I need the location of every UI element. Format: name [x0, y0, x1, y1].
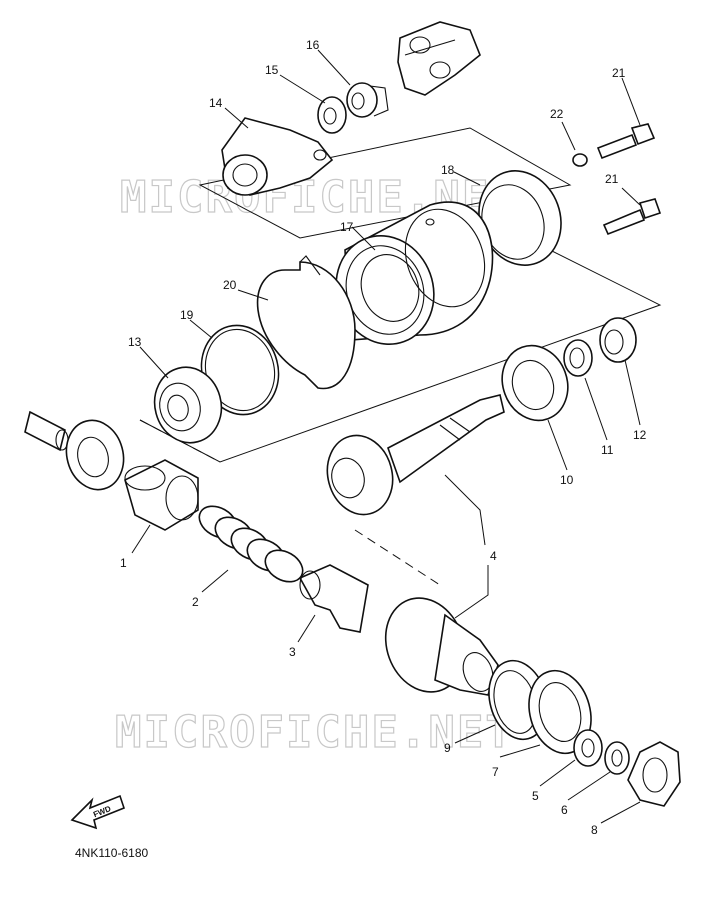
callout-20: 20: [223, 278, 237, 292]
pinion-gear-shaft-4: [326, 394, 505, 516]
gasket-20: [256, 255, 356, 390]
lock-washer-6: [604, 741, 630, 775]
callout-17: 17: [340, 220, 354, 234]
bearing-10: [501, 344, 569, 422]
callout-2: 2: [192, 595, 199, 609]
watermark-bottom: MICROFICHE.NET: [115, 707, 514, 758]
bolt-21-upper: [596, 123, 656, 160]
callout-11: 11: [601, 443, 614, 457]
callout-5: 5: [532, 789, 539, 803]
gear-alignment-dashed: [354, 529, 441, 586]
bearing-13: [153, 366, 223, 444]
ring-gear-4: [384, 597, 499, 696]
upper-assembly-frame: [198, 127, 572, 239]
fwd-arrow-icon: FWD: [70, 794, 125, 830]
callout-21-lower: 21: [605, 172, 619, 186]
washer-22: [572, 153, 588, 167]
callout-13: 13: [128, 335, 142, 349]
callout-10: 10: [560, 473, 574, 487]
callout-1: 1: [120, 556, 127, 570]
callout-14: 14: [209, 96, 223, 110]
diagram-code: 4NK110-6180: [75, 846, 148, 860]
bearing-7: [528, 669, 592, 755]
callout-8: 8: [591, 823, 598, 837]
callout-18: 18: [441, 163, 455, 177]
collar-12: [599, 317, 637, 363]
bearing-housing-17: [335, 201, 494, 346]
universal-joint-cross: [397, 21, 481, 96]
callout-21-upper: 21: [612, 66, 626, 80]
shaft-bearing: [65, 419, 125, 491]
spring-2: [198, 505, 304, 583]
washer-15: [317, 96, 347, 134]
callout-19: 19: [180, 308, 194, 322]
callout-4: 4: [490, 549, 497, 563]
coupling-3: [298, 564, 369, 633]
bolt-21-lower: [602, 198, 662, 236]
callout-16: 16: [306, 38, 320, 52]
washer-5: [573, 729, 603, 767]
callout-3: 3: [289, 645, 296, 659]
callout-12: 12: [633, 428, 647, 442]
nut-8: [627, 741, 681, 807]
callout-9: 9: [444, 741, 451, 755]
callout-15: 15: [265, 63, 279, 77]
callout-22: 22: [550, 107, 564, 121]
callout-7: 7: [492, 765, 499, 779]
callout-6: 6: [561, 803, 568, 817]
drive-shaft-stub: [24, 410, 69, 452]
leader-lines: [131, 49, 641, 824]
nut-16: [346, 82, 389, 118]
collar-1: [124, 459, 199, 531]
shim-11: [563, 339, 593, 377]
yoke-14: [221, 117, 334, 196]
